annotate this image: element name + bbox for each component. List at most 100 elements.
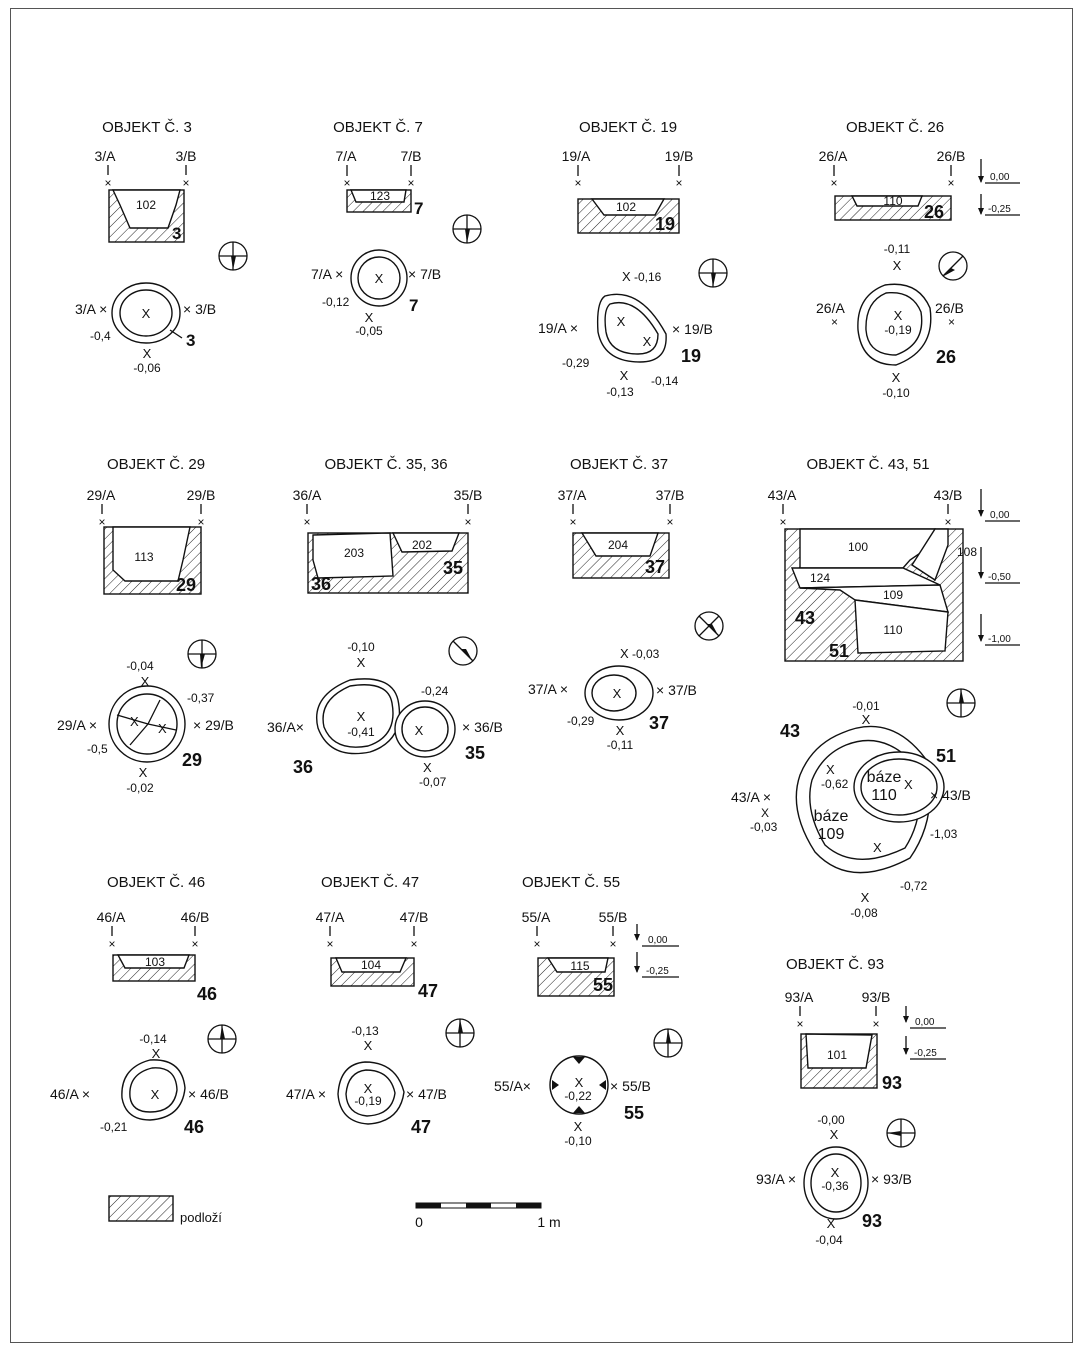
svg-text:X: X <box>761 806 769 820</box>
svg-text:29: 29 <box>176 575 196 595</box>
svg-text:× 46/B: × 46/B <box>188 1086 229 1102</box>
svg-text:OBJEKT Č. 46: OBJEKT Č. 46 <box>107 874 205 891</box>
svg-text:203: 203 <box>344 546 364 560</box>
svg-text:OBJEKT Č. 47: OBJEKT Č. 47 <box>321 874 419 891</box>
svg-text:36: 36 <box>311 574 331 594</box>
svg-text:93/A: 93/A <box>785 989 814 1005</box>
svg-text:46/B: 46/B <box>181 909 210 925</box>
scale-bar: 0 1 m <box>415 1202 561 1230</box>
north-arrow-icon <box>938 251 968 281</box>
svg-text:-0,06: -0,06 <box>133 361 161 375</box>
svg-text:X: X <box>904 777 913 792</box>
object-93-section: OBJEKT Č. 93 93/A 93/B × × 101 93 <box>785 956 902 1093</box>
svg-text:29/A ×: 29/A × <box>57 717 97 733</box>
svg-text:OBJEKT Č. 37: OBJEKT Č. 37 <box>570 456 668 473</box>
object-29-section: OBJEKT Č. 29 29/A 29/B × × 113 29 <box>87 456 216 595</box>
object-55-plan: X -0,22 55/A× × 55/B X -0,10 55 <box>494 1055 651 1148</box>
svg-text:-0,25: -0,25 <box>646 966 669 977</box>
svg-text:29/A: 29/A <box>87 487 116 503</box>
north-arrow-icon <box>452 214 482 244</box>
svg-text:113: 113 <box>134 550 153 564</box>
svg-text:X: X <box>831 1165 840 1180</box>
svg-text:43/B: 43/B <box>934 487 963 503</box>
svg-text:X: X <box>357 655 366 670</box>
legend: podloží <box>108 1195 222 1225</box>
svg-text:-0,01: -0,01 <box>852 699 880 713</box>
svg-text:X: X <box>575 1075 584 1090</box>
svg-text:102: 102 <box>616 200 636 214</box>
north-arrow-icon <box>207 1024 237 1054</box>
object-46-plan: X -0,14 X 46/A × × 46/B -0,21 46 <box>50 1032 229 1137</box>
svg-text:-0,72: -0,72 <box>900 879 928 893</box>
svg-text:-0,11: -0,11 <box>607 738 634 752</box>
svg-text:47: 47 <box>418 981 438 1001</box>
svg-text:19/A ×: 19/A × <box>538 320 578 336</box>
svg-text:37/A ×: 37/A × <box>528 681 568 697</box>
svg-text:×: × <box>666 515 673 529</box>
svg-text:×: × <box>410 937 417 951</box>
svg-text:×: × <box>533 937 540 951</box>
svg-text:×: × <box>830 176 837 190</box>
svg-text:47/A: 47/A <box>316 909 345 925</box>
svg-text:204: 204 <box>608 538 628 552</box>
object-3-section: OBJEKT Č. 3 3/A 3/B × × 102 3 <box>94 119 196 243</box>
svg-text:-0,41: -0,41 <box>347 725 375 739</box>
svg-text:× 3/B: × 3/B <box>183 301 216 317</box>
svg-text:×: × <box>108 937 115 951</box>
svg-text:124: 124 <box>810 571 830 585</box>
svg-text:×: × <box>343 176 350 190</box>
object-26-section: OBJEKT Č. 26 26/A 26/B × × 110 26 <box>819 119 966 222</box>
svg-text:108: 108 <box>957 545 977 559</box>
svg-text:46: 46 <box>184 1117 204 1137</box>
svg-text:X: X <box>643 334 652 349</box>
svg-text:47: 47 <box>411 1117 431 1137</box>
svg-text:×: × <box>569 515 576 529</box>
svg-text:×: × <box>944 515 951 529</box>
svg-text:×: × <box>303 515 310 529</box>
svg-text:55: 55 <box>593 975 613 995</box>
object-3-fill: 102 <box>136 198 156 212</box>
svg-text:×: × <box>947 176 954 190</box>
svg-text:-0,5: -0,5 <box>87 742 108 756</box>
svg-text:X: X <box>151 1087 160 1102</box>
svg-text:93: 93 <box>862 1211 882 1231</box>
svg-text:-1,00: -1,00 <box>988 634 1011 645</box>
svg-text:7: 7 <box>414 199 423 218</box>
svg-text:OBJEKT Č. 93: OBJEKT Č. 93 <box>786 956 884 973</box>
svg-text:115: 115 <box>570 959 589 973</box>
object-3-a: 3/A <box>94 148 116 164</box>
svg-text:X: X <box>130 714 139 729</box>
svg-text:X: X <box>827 1216 836 1231</box>
svg-text:×: × <box>326 937 333 951</box>
svg-text:51: 51 <box>936 746 956 766</box>
svg-text:×: × <box>197 515 204 529</box>
svg-text:×: × <box>948 315 955 329</box>
svg-text:26: 26 <box>936 347 956 367</box>
svg-text:X: X <box>574 1119 583 1134</box>
svg-text:26: 26 <box>924 202 944 222</box>
object-35-36-section: OBJEKT Č. 35, 36 36/A 35/B × × 203 202 3… <box>293 456 483 594</box>
svg-text:-0,19: -0,19 <box>884 323 912 337</box>
svg-text:37/B: 37/B <box>656 487 685 503</box>
svg-text:-0,08: -0,08 <box>850 906 878 920</box>
svg-text:-0,14: -0,14 <box>139 1032 167 1046</box>
svg-text:19/B: 19/B <box>665 148 694 164</box>
depth-scale-4: 0,00 -0,25 <box>903 1006 946 1060</box>
svg-text:35/B: 35/B <box>454 487 483 503</box>
object-43-51-section: OBJEKT Č. 43, 51 43/A 43/B × × 100 108 1… <box>768 456 977 662</box>
svg-text:X: X <box>892 370 901 385</box>
object-7-section: OBJEKT Č. 7 7/A 7/B × × 123 7 <box>333 119 423 218</box>
object-46-section: OBJEKT Č. 46 46/A 46/B × × 103 46 <box>97 874 217 1004</box>
svg-text:7: 7 <box>409 296 418 315</box>
svg-text:36: 36 <box>293 757 313 777</box>
svg-text:OBJEKT Č. 55: OBJEKT Č. 55 <box>522 874 620 891</box>
svg-text:X: X <box>364 1038 373 1053</box>
svg-text:-0,62: -0,62 <box>821 777 849 791</box>
north-arrow-icon <box>886 1118 916 1148</box>
svg-text:X: X <box>873 840 882 855</box>
svg-text:36/A×: 36/A× <box>267 719 304 735</box>
svg-text:47/B: 47/B <box>400 909 429 925</box>
svg-text:-0,24: -0,24 <box>421 684 449 698</box>
svg-text:× 29/B: × 29/B <box>193 717 234 733</box>
object-37-section: OBJEKT Č. 37 37/A 37/B × × 204 37 <box>558 456 685 579</box>
